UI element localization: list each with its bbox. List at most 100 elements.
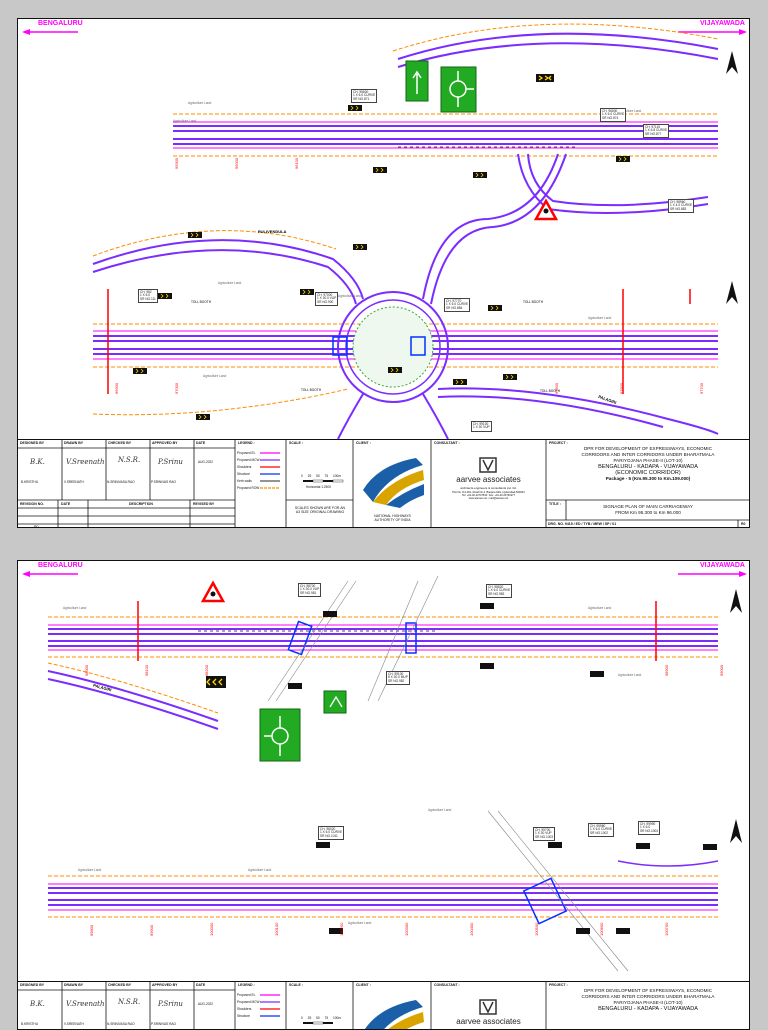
chevron-sign-icon: [206, 676, 226, 688]
scale-ratio: Horizontal 1:2500: [306, 485, 331, 489]
svg-text:98200: 98200: [204, 664, 209, 676]
svg-text:98100: 98100: [144, 664, 149, 676]
signature: B.K.: [30, 1000, 45, 1008]
drawing-sheet-1: 95900 96000 96100 96900 97000 97500 9760…: [17, 18, 750, 528]
client-title: CLIENT :: [356, 983, 371, 987]
place-label: PULIVENDULA: [258, 229, 287, 234]
designed-by-label: DESIGNED BY: [20, 983, 45, 987]
designed-by-label: DESIGNED BY: [20, 441, 45, 445]
upper-carriageway: [48, 616, 718, 658]
legend-item: Shoulders: [237, 465, 252, 469]
sign-callout: CH. 98820 1 X 6.0 CURVE SR NO.983: [486, 584, 513, 599]
client-title: CLIENT :: [356, 441, 371, 445]
approver-name: P.SRINIVAS RAO: [151, 1022, 177, 1026]
approver-name: P.SRINIVAS RAO: [151, 480, 177, 484]
scale-ticks: 0 25 50 75 100m: [301, 474, 341, 478]
direction-label-left: BENGALURU: [38, 20, 83, 27]
project-line: PARIYOJANA PHASE-II (LOT-10): [613, 458, 683, 463]
toll-label: TOLL BOOTH: [540, 389, 561, 393]
scale-tick: 50: [316, 474, 320, 478]
project-line: PARIYOJANA PHASE-II (LOT-10): [613, 1000, 683, 1005]
signature: B.K.: [30, 458, 45, 466]
legend-item: Proposed EL: [237, 993, 256, 997]
scale-note: SCALES SHOWN ARE FOR AN A3 SIZE ORIGINAL…: [294, 506, 346, 514]
designer-name: B.KRISTHU: [21, 480, 39, 484]
scale-tick: 0: [301, 474, 303, 478]
svg-text:Agriculture Land: Agriculture Land: [618, 109, 641, 113]
svg-text:Agriculture Land: Agriculture Land: [428, 808, 451, 812]
svg-text:97000: 97000: [174, 382, 179, 394]
signature: P.Srinu: [158, 458, 183, 466]
scale-title: SCALE :: [289, 441, 303, 445]
revision-code: R0: [741, 522, 746, 526]
direction-label-right: VIJAYAWADA: [699, 562, 745, 569]
legend-list: Proposed EL Proposed MCW Shoulders Struc…: [237, 450, 260, 492]
legend-title: LEGEND :: [238, 441, 255, 445]
svg-text:100600: 100600: [599, 922, 604, 936]
signature: V.Sreenath: [66, 1000, 105, 1008]
aarvee-logo-icon: [479, 457, 497, 473]
svg-text:99900: 99900: [149, 924, 154, 936]
drawn-by-label: DRAWN BY: [64, 983, 84, 987]
chevron-sign-icon: [536, 74, 554, 82]
plan-view-1: 95900 96000 96100 96900 97000 97500 9760…: [18, 19, 749, 439]
title-line: FROM Km 95.300 to Km 96.000: [615, 510, 681, 515]
svg-text:Agriculture Land: Agriculture Land: [63, 606, 86, 610]
date-label: DATE: [196, 441, 206, 445]
svg-text:96000: 96000: [234, 157, 239, 169]
direction-label-right: VIJAYAWADA: [699, 20, 745, 27]
drafter-name: V.SREENATH: [64, 1022, 84, 1026]
svg-text:100000: 100000: [209, 922, 214, 936]
signature: N.S.R.: [118, 998, 141, 1006]
sign-callout: CH. 98960 1 X 4.0 CURVE SR NO.883: [668, 199, 695, 214]
svg-text:Agriculture Land: Agriculture Land: [78, 868, 101, 872]
svg-text:Agriculture Land: Agriculture Land: [588, 606, 611, 610]
svg-text:Agriculture Land: Agriculture Land: [348, 921, 371, 925]
legend-item: Kerb walls: [237, 479, 252, 483]
svg-text:Agriculture Land: Agriculture Land: [173, 119, 196, 123]
svg-text:Agriculture Land: Agriculture Land: [248, 868, 271, 872]
designer-name: B.KRISTHU: [21, 1022, 39, 1026]
checker-name: N.SRINIVASA RAO: [107, 1022, 135, 1026]
svg-text:99000: 99000: [719, 664, 724, 676]
scale-tick: 50: [316, 1016, 320, 1020]
plan-drawing-1: 95900 96000 96100 96900 97000 97500 9760…: [22, 23, 747, 439]
nhai-logo-icon: [365, 1000, 424, 1029]
legend-title: LEGEND :: [238, 983, 255, 987]
warning-triangle-icon: [533, 198, 559, 221]
revised-by-label: REVISED BY: [193, 502, 215, 506]
drawing-date: AUG-2022: [198, 460, 214, 464]
legend-item: Shoulders: [237, 1007, 252, 1011]
legend-item: Proposed EL: [237, 451, 256, 455]
svg-text:Agriculture Land: Agriculture Land: [338, 294, 361, 298]
roundabout: [332, 291, 449, 403]
svg-text:100700: 100700: [664, 922, 669, 936]
drawn-by-label: DRAWN BY: [64, 441, 84, 445]
sign-callout: CH. 982 1 X 6.0 SR NO.111: [138, 289, 158, 304]
revision-description-label: DESCRIPTION: [129, 502, 153, 506]
project-line: DPR FOR DEVELOPMENT OF EXPRESSWAYS, ECON…: [583, 988, 713, 993]
scale-tick: 100m: [332, 474, 341, 478]
svg-text:100200: 100200: [339, 922, 344, 936]
drawing-sheet-2: 98000 98100 98200 98900 99000 99800 9990…: [17, 560, 750, 1030]
signature: N.S.R.: [118, 456, 141, 464]
drawing-number: DRG. NO. 9415 / ED / TYB / MEW / SP / 01: [548, 522, 617, 526]
svg-text:Agriculture Land: Agriculture Land: [218, 281, 241, 285]
project-line: BENGALURU - KADAPA - VIJAYAWADA: [598, 1006, 698, 1012]
consultant-title: CONSULTANT :: [434, 441, 460, 445]
scale-tick: 25: [307, 1016, 312, 1020]
consultant-name: aarvee associates: [456, 475, 521, 484]
scale-tick: 75: [324, 1016, 329, 1020]
sign-callout: CH. 98020 1 X 6.0 CURVE SR NO.1011: [318, 826, 345, 841]
drawing-date: AUG-2022: [198, 1002, 214, 1006]
svg-text:98000: 98000: [84, 664, 89, 676]
sign-callout: CH. 99100 8 X 30.0 MUP SR NO.982: [386, 671, 410, 686]
sign-callout: CH. 99700 1 X 30 VUP SR NO.1003: [533, 827, 556, 842]
toll-label: TOLL BOOTH: [301, 388, 322, 392]
sign-callout: CH. 99980 1 X 6.0 CURVE SR NO.1002: [588, 823, 615, 838]
title-lines: SIGNAGE PLAN OF MAIN CARRIAGEWAY FROM Km…: [548, 504, 748, 516]
svg-text:96900: 96900: [114, 382, 119, 394]
svg-text:Agriculture Land: Agriculture Land: [588, 316, 611, 320]
svg-text:100500: 100500: [534, 922, 539, 936]
approved-by-label: APPROVED BY: [152, 441, 178, 445]
